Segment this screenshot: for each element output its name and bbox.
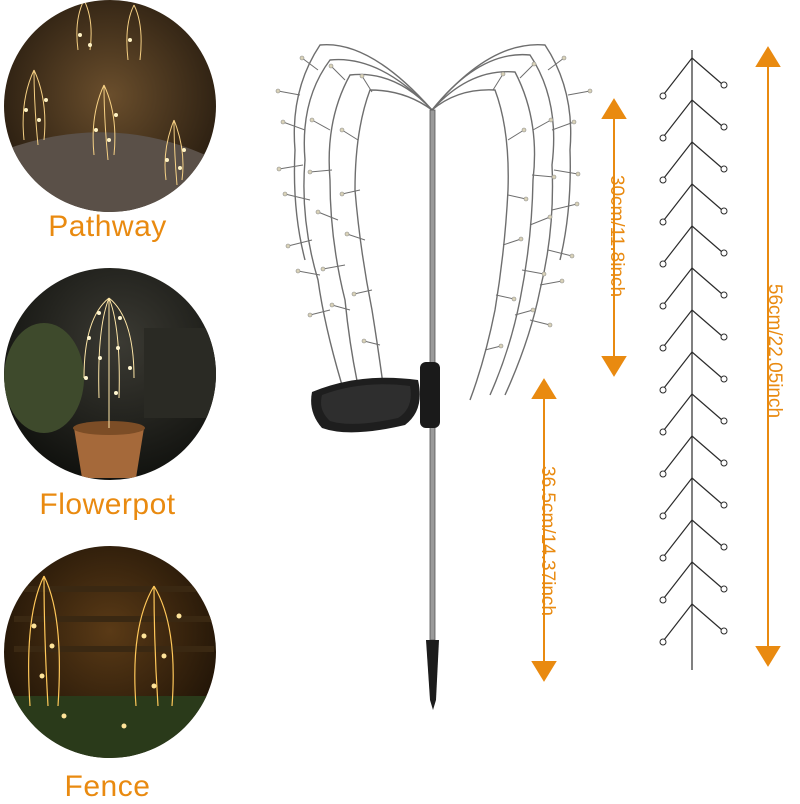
- blank-area: [343, 722, 723, 800]
- dimension-label-stake: 36.5cm/14.37inch: [537, 466, 558, 616]
- dimension-label-top: 30cm/11.8inch: [606, 174, 628, 298]
- usage-label-pathway: Pathway: [48, 210, 167, 243]
- dimension-arrows: [531, 46, 781, 682]
- bulb-dots: [275, 55, 593, 349]
- solar-panel: [311, 362, 440, 433]
- single-branch: [663, 50, 723, 670]
- flowerpot-scene-image: [4, 268, 216, 480]
- fence-scene-image: [4, 546, 216, 758]
- pathway-scene-image: [4, 0, 216, 212]
- usage-label-fence: Fence: [64, 770, 151, 803]
- fence-photo: [4, 546, 216, 758]
- light-branches-right: [431, 43, 591, 401]
- dimension-label-branch: 56cm/22.05inch: [764, 283, 786, 419]
- flowerpot-photo: [4, 268, 216, 480]
- ground-spike: [426, 640, 439, 710]
- pathway-photo: [4, 0, 216, 212]
- light-branches-left: [277, 43, 433, 401]
- branch-bulbs: [659, 81, 728, 646]
- usage-label-flowerpot: Flowerpot: [39, 488, 176, 521]
